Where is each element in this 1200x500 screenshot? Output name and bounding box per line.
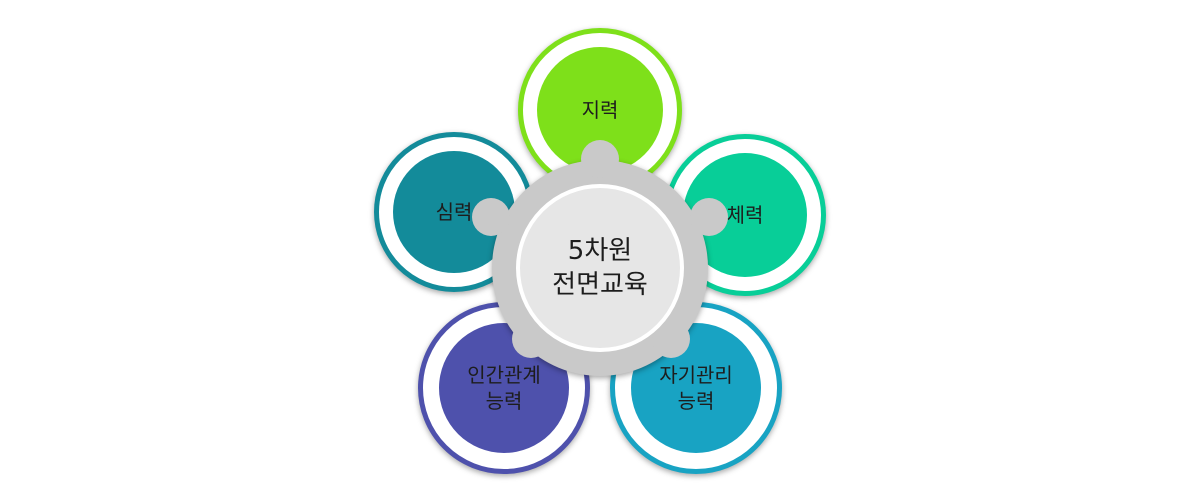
petal-jagi-label: 자기관리 능력 [659, 363, 733, 413]
petal-jagi-circle: 자기관리 능력 [631, 323, 761, 453]
petal-simryeok-label: 심력 [435, 200, 473, 224]
gear-tooth-left [472, 198, 510, 236]
center-circle: 5차원 전면교육 [516, 184, 684, 352]
petal-jiryeok-label: 지력 [581, 98, 619, 122]
center-label: 5차원 전면교육 [552, 236, 648, 300]
petal-ingan-label: 인간관계 능력 [467, 363, 541, 413]
petal-cheryeok-label: 체력 [726, 203, 764, 227]
gear-tooth-top [581, 140, 619, 178]
gear-tooth-right [690, 198, 728, 236]
